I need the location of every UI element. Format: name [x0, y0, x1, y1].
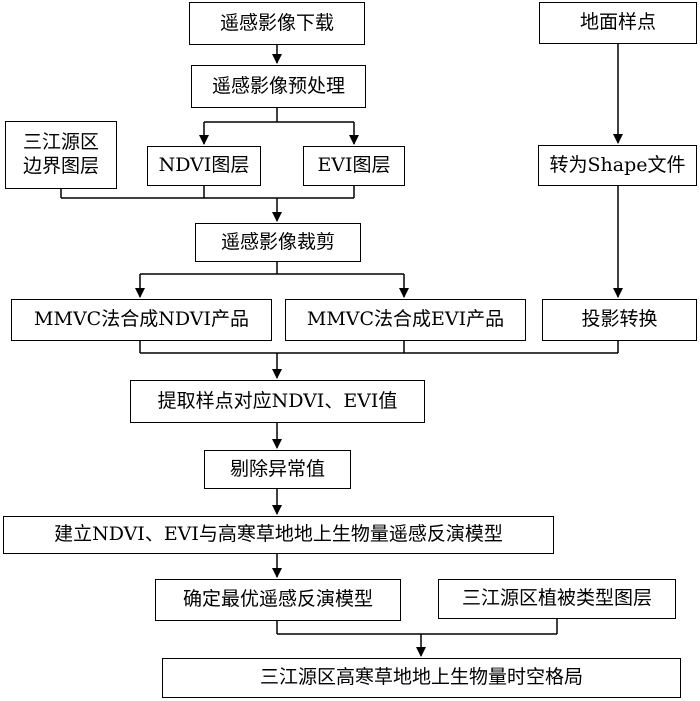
- node-extract: 提取样点对应NDVI、EVI值: [130, 380, 425, 423]
- node-projection: 投影转换: [542, 299, 697, 341]
- node-vegetation-layer: 三江源区植被类型图层: [438, 579, 676, 619]
- node-result: 三江源区高寒草地地上生物量时空格局: [162, 658, 681, 698]
- node-boundary-line2: 边界图层: [22, 155, 99, 177]
- node-download: 遥感影像下载: [189, 2, 365, 45]
- node-remove-outliers: 剔除异常值: [204, 450, 351, 489]
- node-mmvc-evi: MMVC法合成EVI产品: [285, 299, 526, 341]
- node-preprocess: 遥感影像预处理: [191, 65, 366, 108]
- node-ndvi-layer: NDVI图层: [147, 146, 261, 186]
- node-boundary-layer: 三江源区 边界图层: [5, 121, 117, 189]
- node-evi-layer: EVI图层: [303, 146, 405, 186]
- node-mmvc-ndvi: MMVC法合成NDVI产品: [11, 299, 272, 341]
- node-to-shape: 转为Shape文件: [538, 145, 697, 186]
- node-best-model: 确定最优遥感反演模型: [155, 579, 401, 621]
- node-build-model: 建立NDVI、EVI与高寒草地地上生物量遥感反演模型: [3, 516, 554, 554]
- node-boundary-line1: 三江源区: [22, 131, 99, 154]
- node-crop: 遥感影像裁剪: [195, 223, 361, 262]
- node-ground-samples: 地面样点: [539, 2, 697, 44]
